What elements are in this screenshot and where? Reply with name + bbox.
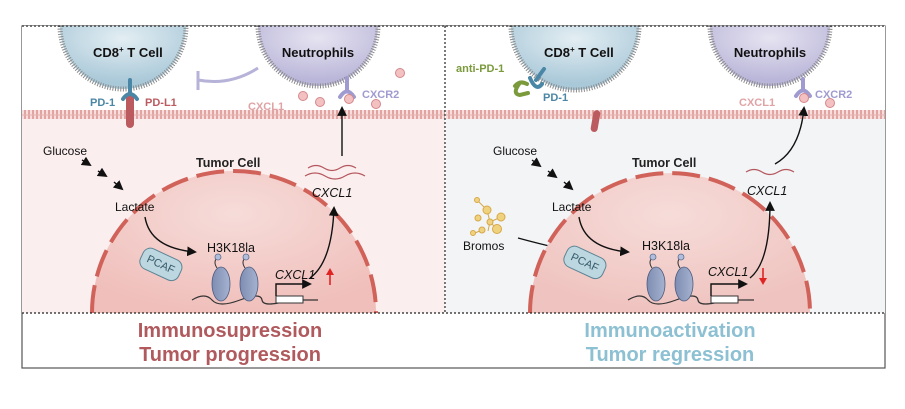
right-cxcl1-mrna xyxy=(745,168,795,176)
right-neutrophil xyxy=(707,26,833,89)
right-panel xyxy=(446,26,885,313)
right-lactate-label: Lactate xyxy=(552,200,592,214)
right-cxcr2-receptor xyxy=(794,77,812,98)
left-tumor-cell-label: Tumor Cell xyxy=(196,156,260,170)
left-outcome-line2: Tumor progression xyxy=(139,344,321,366)
right-cxcl1-molecules xyxy=(799,93,835,108)
right-transcription-arrow xyxy=(749,201,775,279)
right-pcaf-enzyme xyxy=(563,245,607,280)
left-panel xyxy=(22,26,445,313)
right-mrna-label: CXCL1 xyxy=(747,184,787,198)
right-cxcl1-gene xyxy=(710,279,748,304)
right-pdl1-receptor xyxy=(590,110,601,132)
left-transcription-arrow xyxy=(309,206,339,279)
left-pdl1-receptor xyxy=(126,92,134,128)
left-outcome-line1: Immunosupression xyxy=(138,320,322,342)
left-pdl1-label: PD-L1 xyxy=(145,97,177,109)
right-cd8-t-cell xyxy=(508,26,642,93)
right-outcome-line1: Immunoactivation xyxy=(584,320,755,342)
right-histone-mark-label: H3K18la xyxy=(642,239,690,253)
right-tumor-cell-label: Tumor Cell xyxy=(632,156,696,170)
left-cxcl1-gene xyxy=(275,279,312,304)
left-cxcl1-mrna xyxy=(304,164,366,180)
left-histone-mark-label: H3K18la xyxy=(207,241,255,255)
left-nucleosomes xyxy=(191,253,318,305)
right-downregulation-arrow-icon xyxy=(759,268,767,285)
right-cell-membrane xyxy=(446,110,885,119)
left-cd8-t-cell xyxy=(57,26,189,92)
right-bromos-label: Bromos xyxy=(463,239,504,253)
left-lactate-to-histone-arrow xyxy=(144,216,197,257)
left-neutrophil xyxy=(255,26,381,89)
right-secretion-arrow xyxy=(774,106,809,165)
right-anti-pd1-antibody xyxy=(513,80,530,98)
left-tcell-label: CD8+ T Cell xyxy=(93,45,163,60)
left-cxcl1-molecules xyxy=(298,68,405,109)
left-cxcr2-receptor xyxy=(338,76,356,99)
left-nuclear-envelope xyxy=(90,169,378,313)
right-pd1-receptor xyxy=(528,67,546,89)
right-cxcr2-label: CXCR2 xyxy=(815,89,852,101)
right-bromos-molecule-icon xyxy=(470,197,506,236)
left-pd1-receptor xyxy=(121,78,139,101)
left-glucose-label: Glucose xyxy=(43,144,87,158)
right-nucleus xyxy=(530,173,810,313)
right-anti-pd1-label: anti-PD-1 xyxy=(456,63,504,75)
right-gene-label: CXCL1 xyxy=(708,265,748,279)
left-pd1-label: PD-1 xyxy=(90,97,115,109)
left-inhibition-arrow xyxy=(196,66,259,90)
right-neutrophil-label: Neutrophils xyxy=(734,45,806,60)
right-outcome-line2: Tumor regression xyxy=(586,344,755,366)
left-lactate-label: Lactate xyxy=(115,200,155,214)
left-glucose-lactate-arrows xyxy=(80,156,124,191)
left-neutrophil-label: Neutrophils xyxy=(282,45,354,60)
left-mrna-label: CXCL1 xyxy=(312,186,352,200)
right-nucleosomes xyxy=(627,253,754,305)
right-glucose-lactate-arrows xyxy=(530,157,574,191)
right-pd1-label: PD-1 xyxy=(543,92,568,104)
right-tcell-label: CD8+ T Cell xyxy=(544,45,614,60)
left-upregulation-arrow-icon xyxy=(326,268,334,285)
right-cxcl1-label: CXCL1 xyxy=(739,97,775,109)
left-cxcr2-label: CXCR2 xyxy=(362,89,399,101)
right-glucose-label: Glucose xyxy=(493,144,537,158)
left-cxcl1-label: CXCL1 xyxy=(248,101,284,113)
left-cell-membrane xyxy=(22,110,445,119)
left-pcaf-enzyme xyxy=(139,247,183,282)
left-gene-label: CXCL1 xyxy=(275,268,315,282)
right-nuclear-envelope xyxy=(528,171,812,313)
right-lactate-to-histone-arrow xyxy=(578,216,630,257)
